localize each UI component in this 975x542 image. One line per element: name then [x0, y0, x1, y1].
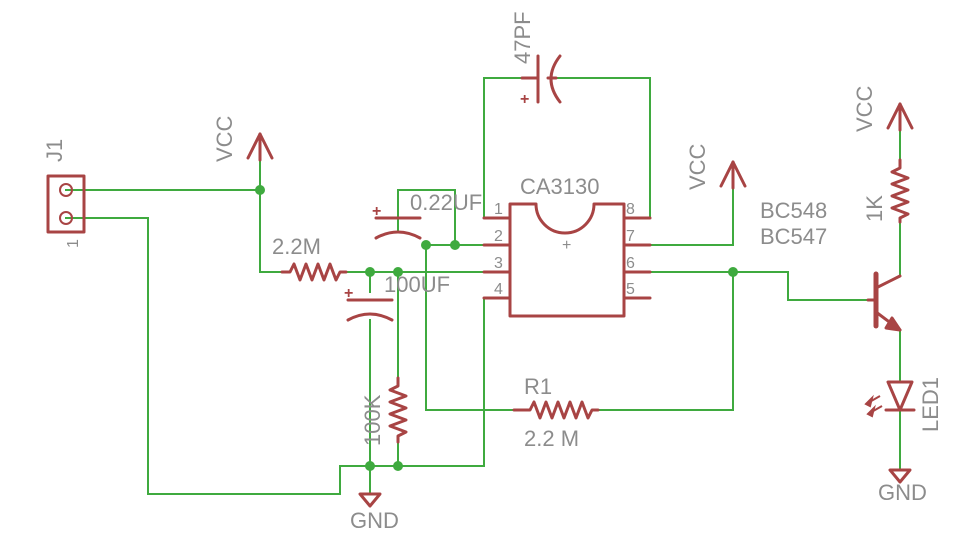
junctions [255, 185, 738, 471]
connector-j1: J1 1 [42, 139, 86, 248]
led-ref-label: LED1 [918, 377, 943, 432]
transistor-part-a: BC548 [760, 198, 827, 223]
vcc-label-3: VCC [852, 85, 877, 132]
resistor-r1: R1 2.2 M [512, 374, 600, 451]
vcc-label-2: VCC [685, 143, 710, 190]
transistor-part-b: BC547 [760, 224, 827, 249]
resistor-r1-ref: R1 [524, 374, 552, 399]
wire-pin7-vcc [649, 171, 734, 246]
junction-pin6 [728, 267, 738, 277]
ic-pin-2-label: 2 [494, 228, 503, 245]
ic-pin-3-label: 3 [494, 255, 503, 272]
ic-pin-6-label: 6 [626, 255, 635, 272]
gnd-label-2: GND [878, 480, 927, 505]
resistor-1k: 1K [862, 158, 910, 224]
capacitor-47pf: + 47PF [510, 11, 562, 108]
wire-r1-right [597, 271, 734, 411]
junction-vcc [255, 185, 265, 195]
resistor-2m2-bias: 2.2M [272, 234, 348, 282]
capacitor-022uf-plus: + [372, 203, 381, 220]
capacitor-47pf-value: 47PF [510, 11, 535, 64]
connector-j1-ref: J1 [42, 139, 67, 162]
capacitor-100uf-plus: + [344, 285, 353, 302]
junction-gnd-b [393, 461, 403, 471]
connector-j1-body [46, 174, 86, 234]
ic-plus-sign: + [562, 237, 571, 254]
junction-bias-b [393, 267, 403, 277]
capacitor-100uf-value: 100UF [384, 272, 450, 297]
wire-gnd-bus [369, 297, 485, 467]
connector-j1-pin1-label: 1 [65, 239, 82, 248]
wire-j1-gnd [65, 217, 371, 495]
junction-pin2-a [421, 240, 431, 250]
capacitor-100uf: + 100UF [344, 272, 450, 322]
ic-pin-7-label: 7 [626, 228, 635, 245]
junction-bias-a [365, 267, 375, 277]
wire-47pf-left [483, 77, 523, 219]
resistor-2m2-bias-value: 2.2M [272, 234, 321, 259]
capacitor-022uf-value: 0.22UF [410, 190, 482, 215]
wire-47pf-right [555, 77, 651, 219]
resistor-100k-value: 100K [360, 394, 385, 446]
ic-pin-1-label: 1 [494, 201, 503, 218]
wire-pin6-base [649, 271, 869, 301]
ic-pin-5-label: 5 [626, 281, 635, 298]
wire-vcc-bias [259, 137, 283, 273]
ic-ca3130: CA3130 + 1 2 3 4 8 7 6 5 [482, 174, 652, 318]
vcc-symbol-2: VCC [685, 143, 747, 190]
connector-j1-pin-bottom [59, 211, 73, 225]
wire-022uf [397, 189, 456, 246]
ic-pin-4-label: 4 [494, 281, 503, 298]
resistor-1k-value: 1K [862, 195, 887, 222]
transistor-npn: BC548 BC547 [760, 198, 902, 332]
resistor-100k: 100K [360, 376, 408, 446]
vcc-symbol-3: VCC [852, 85, 914, 132]
capacitor-47pf-plus: + [520, 91, 529, 108]
junction-pin2-b [450, 240, 460, 250]
vcc-label-1: VCC [212, 115, 237, 162]
gnd-label-1: GND [350, 508, 399, 533]
wires [65, 77, 901, 495]
resistor-r1-value: 2.2 M [524, 426, 579, 451]
junction-gnd-a [365, 461, 375, 471]
gnd-symbol-1: GND [350, 492, 399, 533]
vcc-symbol-1: VCC [212, 115, 274, 162]
led-1: LED1 [864, 377, 943, 432]
gnd-symbol-2: GND [878, 468, 927, 505]
ic-part-label: CA3130 [520, 174, 600, 199]
wire-r1-left [425, 244, 515, 411]
ic-body [508, 202, 626, 318]
ic-pin-8-label: 8 [626, 201, 635, 218]
connector-j1-pin-top [59, 183, 73, 197]
capacitor-022uf: + 0.22UF [372, 190, 482, 240]
